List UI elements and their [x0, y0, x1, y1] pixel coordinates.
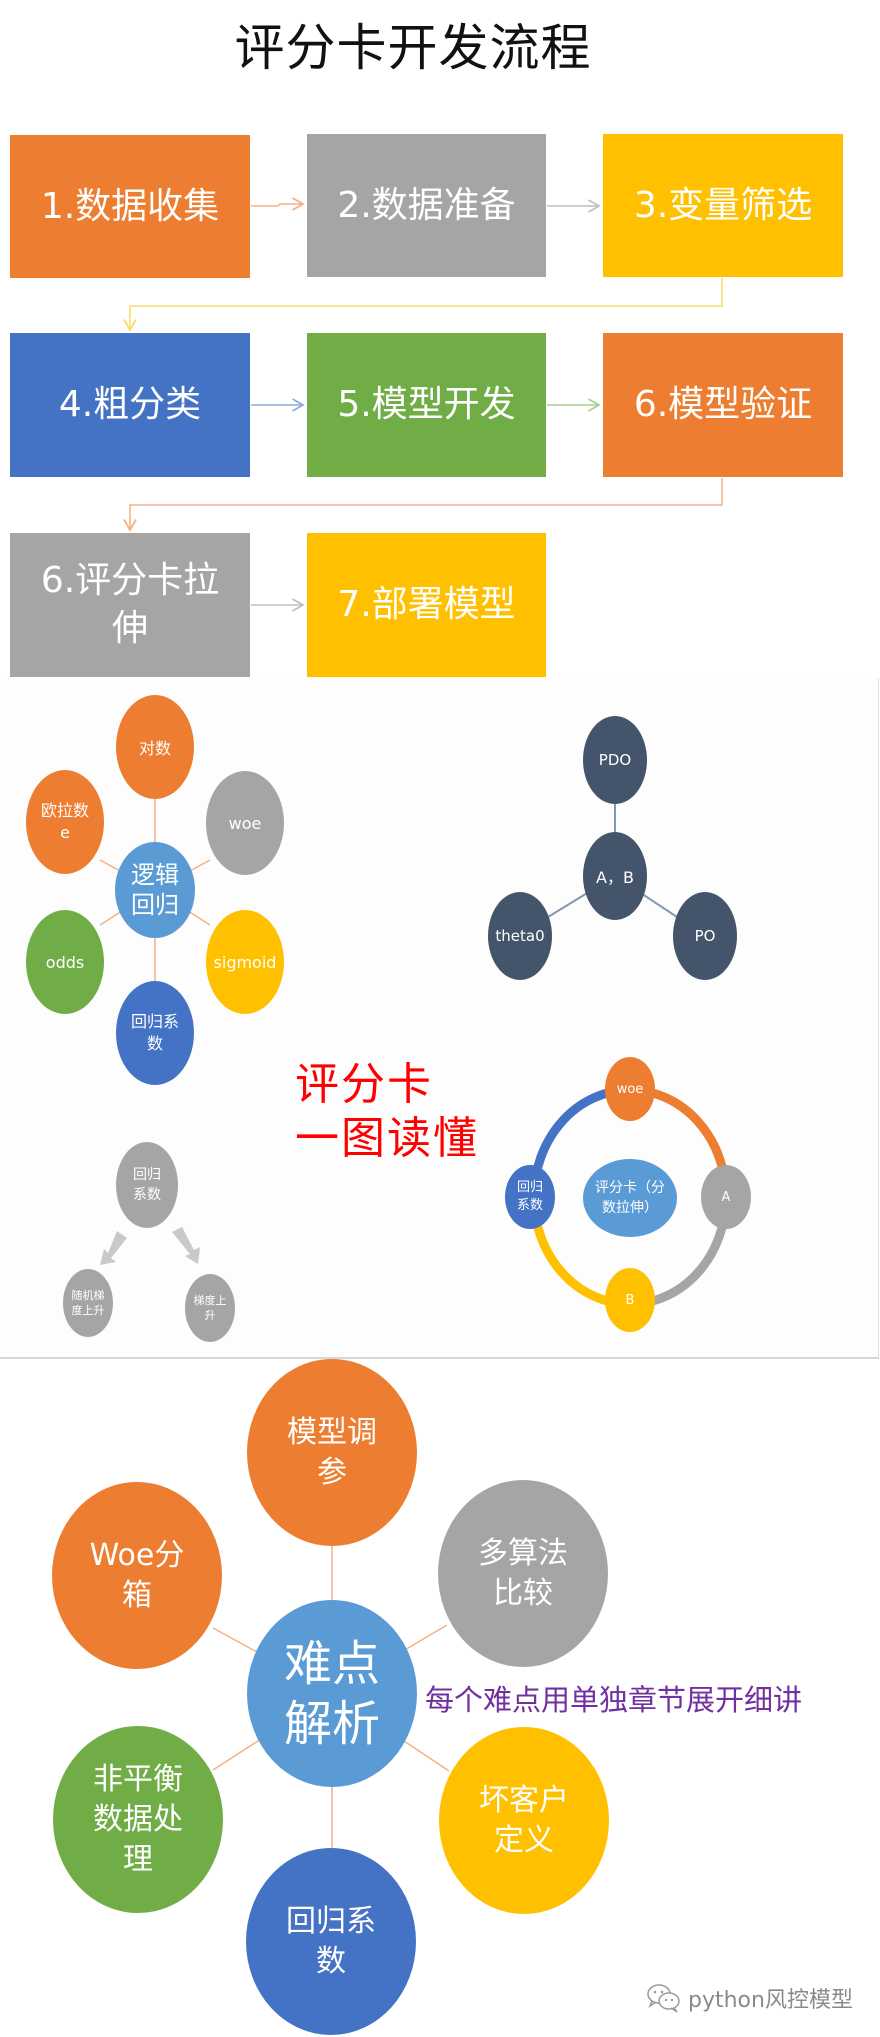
page-title: 评分卡开发流程	[234, 19, 592, 77]
sigmoid-node: sigmoid	[206, 910, 284, 1014]
flow-step-variable-selection: 3.变量筛选	[603, 134, 843, 277]
wechat-icon	[647, 1984, 680, 2013]
euler-number-node: 欧拉数e	[26, 770, 104, 874]
watermark-text: python风控模型	[688, 1988, 853, 2013]
po-node: PO	[673, 892, 737, 980]
overview-caption-line1: 评分卡	[295, 1059, 433, 1110]
log-node: 对数	[116, 695, 194, 799]
cycle-regression-coefficient-node: 回归系数	[505, 1165, 555, 1229]
overview-caption-line2: 一图读懂	[295, 1113, 479, 1164]
logistic-regression-node: 逻辑回归	[115, 842, 195, 938]
cycle-a-node: A	[701, 1165, 751, 1229]
flow-step-model-development: 5.模型开发	[307, 333, 546, 477]
regression-coefficient-difficulty-node: 回归系数	[246, 1848, 416, 2035]
bad-customer-definition-node: 坏客户定义	[439, 1727, 609, 1914]
woe-binning-node: Woe分箱	[52, 1482, 222, 1669]
model-tuning-node: 模型调参	[247, 1359, 417, 1546]
odds-node: odds	[26, 910, 104, 1014]
flow-connectors	[123, 197, 723, 612]
flow-step-model-validation: 6.模型验证	[603, 333, 843, 477]
flow-step-model-deployment: 7.部署模型	[307, 533, 546, 677]
flow-step-score-scaling: 6.评分卡拉伸	[10, 533, 250, 677]
flow-step-data-collection: 1.数据收集	[10, 135, 250, 278]
difficulties-note: 每个难点用单独章节展开细讲	[425, 1683, 803, 1717]
multi-algorithm-comparison-node: 多算法比较	[438, 1480, 608, 1667]
overview-caption: 评分卡 一图读懂	[295, 1058, 479, 1166]
cycle-woe-node: woe	[605, 1057, 655, 1121]
gradient-ascent-node: 梯度上升	[185, 1274, 235, 1342]
regression-coefficient-node: 回归系数	[116, 981, 194, 1085]
stochastic-gradient-ascent-node: 随机梯度上升	[63, 1269, 113, 1337]
flow-step-coarse-classing: 4.粗分类	[10, 333, 250, 477]
gradient-root-node: 回归系数	[116, 1142, 178, 1228]
pdo-node: PDO	[583, 716, 647, 804]
woe-node: woe	[206, 771, 284, 875]
imbalanced-data-node: 非平衡数据处理	[53, 1726, 223, 1913]
a-b-node: A，B	[583, 832, 647, 920]
difficulty-analysis-center-node: 难点解析	[247, 1600, 417, 1787]
scorecard-center-node: 评分卡（分数拉伸）	[583, 1159, 677, 1237]
theta0-node: theta0	[488, 892, 552, 980]
flow-step-data-preparation: 2.数据准备	[307, 134, 546, 277]
cycle-b-node: B	[605, 1268, 655, 1332]
watermark: python风控模型	[646, 1982, 853, 2014]
